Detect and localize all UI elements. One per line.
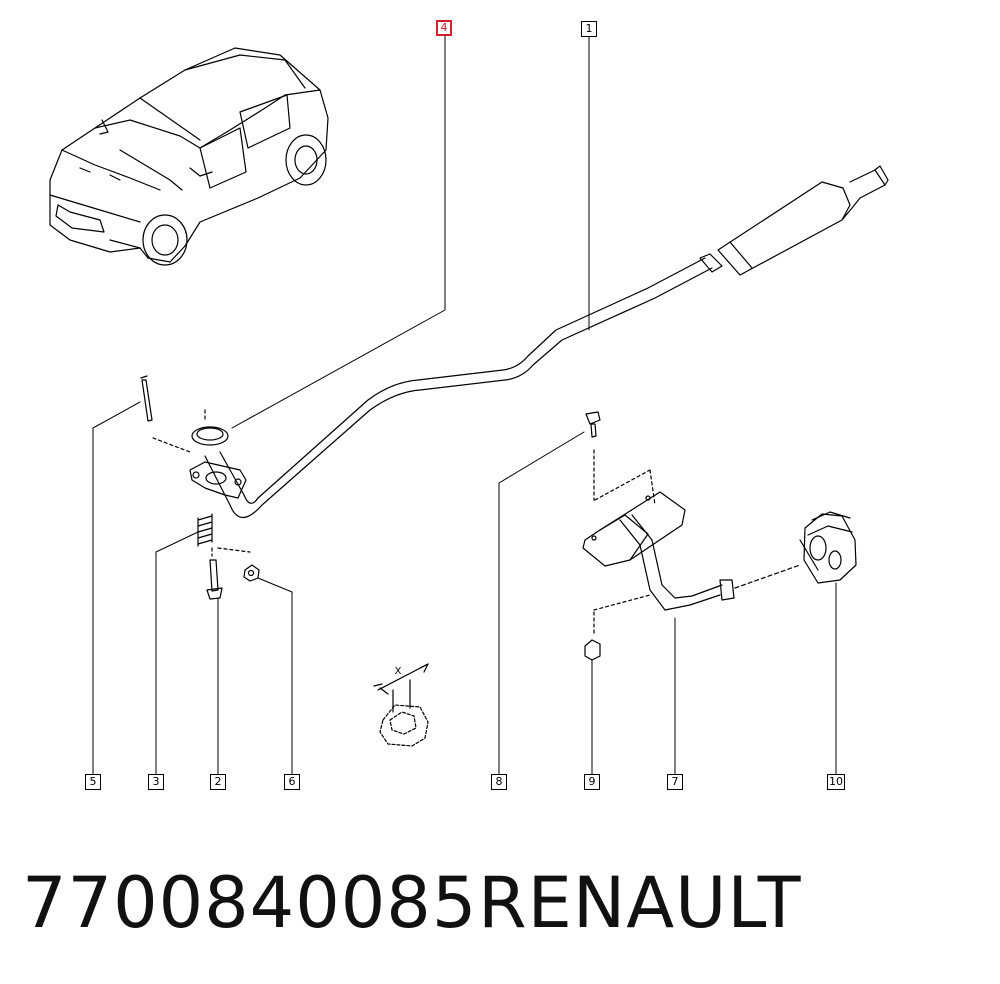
callout-5: 5 [85, 774, 101, 790]
flange [189, 461, 247, 499]
callout-3: 3 [148, 774, 164, 790]
spring-part-3 [197, 513, 213, 547]
callout-6: 6 [284, 774, 300, 790]
callout-2: 2 [210, 774, 226, 790]
callout-8: 8 [491, 774, 507, 790]
callout-7: 7 [667, 774, 683, 790]
part-number: 7700840085 [22, 862, 478, 944]
nut-part-6 [217, 547, 260, 582]
detail-x-nut [373, 663, 429, 747]
stud-part-5 [140, 375, 191, 453]
screw-part-8 [585, 411, 601, 501]
detail-x-label: X [395, 666, 402, 677]
leader-lines [92, 35, 837, 776]
bolt-part-2 [206, 547, 223, 600]
nut-part-9 [584, 611, 601, 661]
callout-1: 1 [581, 21, 597, 37]
brand-name: RENAULT [478, 862, 802, 944]
car-illustration [49, 47, 329, 266]
callout-9: 9 [584, 774, 600, 790]
callout-10: 10 [827, 774, 845, 790]
bracket-part-7 [582, 469, 801, 611]
exhaust-pipe [204, 165, 889, 519]
gasket-part-4 [191, 409, 229, 446]
rubber-mount-part-10 [799, 511, 857, 584]
callout-4: 4 [436, 20, 452, 36]
